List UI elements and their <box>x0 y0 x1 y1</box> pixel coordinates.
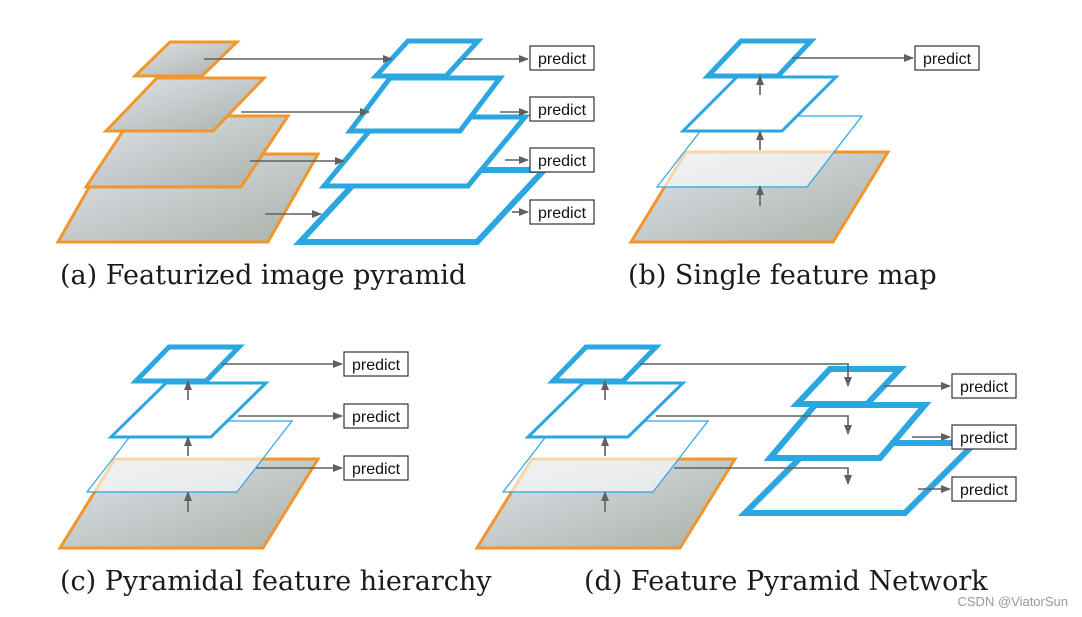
predict-label: predict <box>960 379 1009 396</box>
panel-c-pyramidal-feature-hierarchy: predict predict predict (c) Pyramidal fe… <box>57 344 492 597</box>
caption-a: (a) Featurized image pyramid <box>60 260 466 291</box>
image-level-4 <box>131 40 241 78</box>
bottom-up-layer-2 <box>524 381 687 439</box>
predict-box: predict <box>529 199 595 225</box>
watermark: CSDN @ViatorSun <box>957 594 1069 609</box>
predict-box: predict <box>529 45 595 71</box>
predict-label: predict <box>538 205 587 222</box>
predict-box: predict <box>343 455 409 481</box>
predict-box: predict <box>914 45 980 71</box>
bottom-up-layer-top <box>547 344 662 384</box>
feature-map-level-4 <box>370 38 484 79</box>
predict-label: predict <box>960 430 1009 447</box>
feature-layer-2 <box>679 75 840 133</box>
feature-layer-top <box>702 38 817 79</box>
predict-box: predict <box>951 476 1017 502</box>
predict-box: predict <box>343 403 409 429</box>
panel-a-featurized-image-pyramid: predict predict predict predict (a) Feat… <box>55 38 595 291</box>
predict-label: predict <box>923 51 972 68</box>
panel-a-feature-maps <box>293 38 551 245</box>
predict-label: predict <box>960 482 1009 499</box>
caption-d: (d) Feature Pyramid Network <box>584 566 988 597</box>
predict-box: predict <box>529 96 595 122</box>
panel-a-image-pyramid <box>55 40 321 244</box>
caption-c: (c) Pyramidal feature hierarchy <box>60 566 492 597</box>
predict-box: predict <box>343 351 409 377</box>
panel-a-arrows <box>204 55 529 218</box>
predict-label: predict <box>352 409 401 426</box>
lateral-connection <box>656 415 852 435</box>
panel-b-single-feature-map: predict (b) Single feature map <box>628 38 980 291</box>
predict-box: predict <box>529 147 595 173</box>
panel-d-feature-pyramid-network: predict predict predict (d) Feature Pyra… <box>474 344 1017 597</box>
image-level-2 <box>83 114 291 189</box>
feature-map-level-2 <box>318 114 531 189</box>
lateral-connection <box>674 467 852 485</box>
feature-map-level-3 <box>344 75 506 134</box>
predict-label: predict <box>352 357 401 374</box>
predict-label: predict <box>352 461 401 478</box>
predict-box: predict <box>951 373 1017 399</box>
predict-label: predict <box>538 51 587 68</box>
feature-layer-top <box>130 344 245 384</box>
caption-b: (b) Single feature map <box>628 260 937 291</box>
panel-a-predict-boxes: predict predict predict predict <box>529 45 595 225</box>
predict-label: predict <box>538 102 587 119</box>
image-level-3 <box>102 76 268 133</box>
predict-box: predict <box>951 424 1017 450</box>
lateral-connection <box>640 363 852 387</box>
feature-layer-2 <box>107 381 270 439</box>
predict-label: predict <box>538 153 587 170</box>
